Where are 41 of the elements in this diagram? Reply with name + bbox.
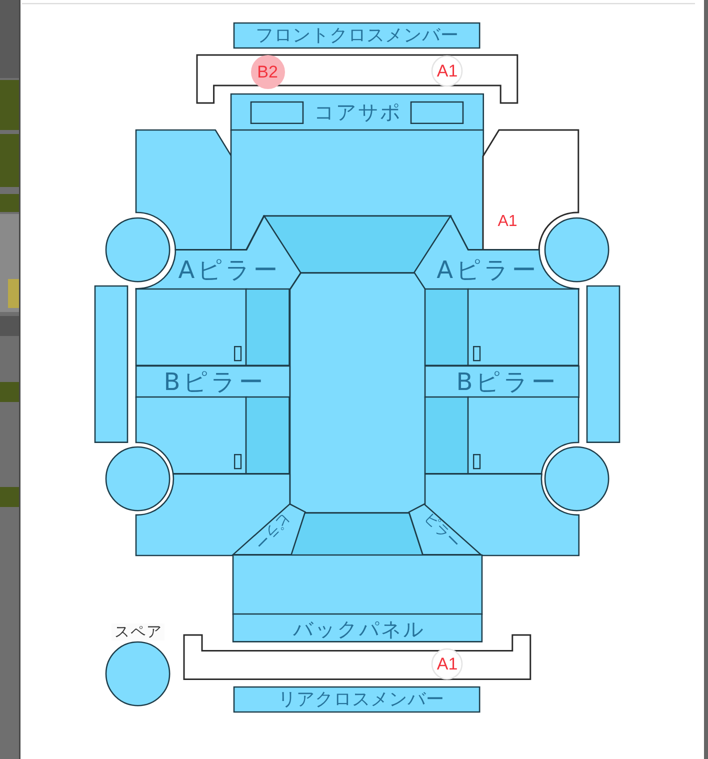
damage-code: A1 [498, 214, 518, 230]
body-panel [136, 130, 231, 250]
window-panel [246, 289, 290, 366]
damage-marker: A1 [432, 648, 462, 679]
panel-label: フロントクロスメンバー [255, 26, 460, 44]
panel-label: バックパネル [292, 618, 425, 639]
wheel-circle [106, 446, 170, 510]
pillar-panel [414, 216, 579, 290]
spare-tire [106, 642, 170, 706]
headlight-box [251, 102, 303, 124]
body-panel [231, 94, 484, 130]
panel-label: Bピラー [162, 370, 266, 394]
door-panel [468, 289, 579, 366]
window-panel [424, 397, 468, 474]
panel-label: ピラー [422, 510, 463, 552]
panel-label: リアクロスメンバー [277, 691, 444, 709]
side-panel [95, 286, 128, 442]
part-label: スペア [112, 623, 164, 640]
wheel-circle [106, 218, 170, 282]
pillar-panel [136, 216, 300, 290]
window-panel [246, 397, 290, 474]
headlight-box [411, 102, 464, 124]
door-panel [136, 289, 246, 366]
panel-label: コアサポ [313, 102, 402, 122]
cross-member-panel [234, 687, 480, 712]
body-panel [232, 614, 482, 642]
window-panel [424, 289, 468, 366]
cross-member-panel [234, 23, 480, 48]
damage-marker: B2 [250, 55, 284, 89]
panel-label: ピラー [251, 510, 292, 552]
damage-marker: A1 [432, 56, 462, 86]
pillar-panel [136, 366, 290, 397]
body-panel [483, 130, 579, 250]
pillar-panel [424, 366, 579, 397]
panel-label: Bピラー [455, 370, 559, 394]
wheel-circle [545, 446, 609, 510]
side-panel [586, 286, 619, 442]
panel-label: Aピラー [436, 258, 540, 282]
roof-panel [290, 272, 425, 512]
wheel-circle [545, 218, 609, 282]
panel-label: Aピラー [177, 258, 281, 282]
